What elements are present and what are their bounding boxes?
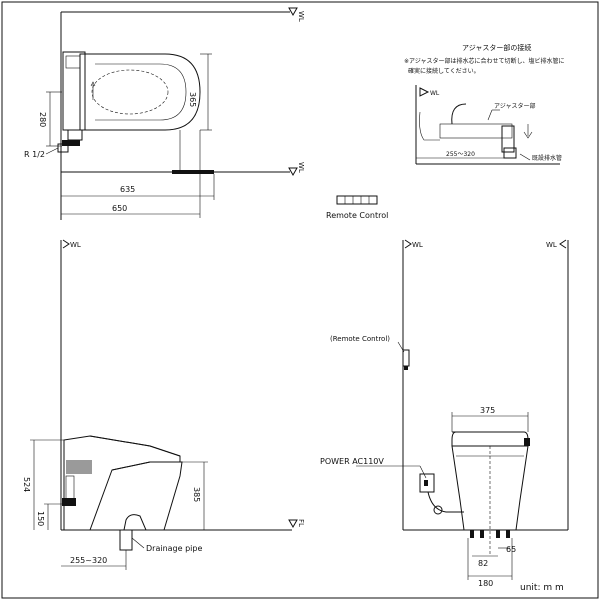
- anchor-bolt-1: [470, 530, 474, 538]
- fl-label: FL: [297, 519, 305, 527]
- dim-150-label: 150: [36, 511, 45, 526]
- dim-650-label: 650: [112, 204, 127, 213]
- unit-label: unit: m m: [520, 583, 564, 593]
- dim-524-label: 524: [22, 477, 31, 492]
- detail-title: アジャスター部の接続: [462, 43, 531, 52]
- power-cable: [427, 491, 464, 513]
- power-plug-icon: [424, 480, 428, 486]
- plan-arrow-head: [90, 81, 96, 87]
- dim-255-320-label: 255~320: [70, 556, 107, 565]
- detail-range-label: 255～320: [446, 151, 475, 158]
- side-bowl: [100, 461, 183, 531]
- plan-bowl-outer: [79, 53, 201, 131]
- side-lid-top: [89, 435, 181, 457]
- dim-180-label: 180: [478, 579, 493, 588]
- fl-marker-icon: [288, 519, 298, 529]
- dim-375-label: 375: [480, 406, 495, 415]
- water-valve: [433, 505, 443, 515]
- dim-82-label: 82: [478, 559, 488, 568]
- dim-385-label: 385: [192, 487, 201, 502]
- plan-tank-lid: [65, 55, 81, 69]
- detail-trap-curve: [451, 103, 467, 125]
- detail-flow-arrow-icon: [523, 124, 533, 139]
- plan-tank: [62, 51, 86, 131]
- detail-adjuster-label: アジャスター部: [494, 102, 535, 110]
- dim-365-label: 365: [188, 92, 197, 107]
- side-drain-pipe: [119, 529, 133, 551]
- side-wl-icon: [62, 239, 70, 249]
- detail-adjuster-leader: [487, 109, 493, 121]
- front-wl-right-label: WL: [546, 241, 557, 249]
- anchor-bolt-2: [480, 530, 484, 538]
- anchor-bolt-3: [496, 530, 500, 538]
- power-leader-tip: [419, 465, 427, 479]
- drainage-leader: [131, 537, 145, 549]
- detail-wl-icon: [419, 87, 430, 97]
- dim-280-label: 280: [38, 112, 47, 127]
- side-control-panel: [66, 460, 92, 474]
- front-elevation: WL WL (Remote Control) 375 POWER AC110V: [320, 239, 569, 593]
- detail-elbow: [501, 125, 515, 153]
- dim-65-label: 65: [506, 545, 516, 554]
- power-outlet: [419, 473, 435, 493]
- remote-control-icon: [336, 195, 378, 205]
- plan-floor-flange: [172, 170, 214, 174]
- front-wl-left-icon: [404, 239, 412, 249]
- detail-note-2: 確実に接続してください。: [408, 67, 480, 75]
- adjuster-detail: アジャスター部の接続 ※アジャスター部は排水芯に合わせて切断し、塩ビ排水管に 確…: [404, 43, 565, 165]
- front-wl-left-label: WL: [412, 241, 423, 249]
- side-valve: [65, 475, 75, 501]
- detail-note-1: ※アジャスター部は排水芯に合わせて切断し、塩ビ排水管に: [404, 57, 565, 65]
- r-half-label: R 1/2: [24, 150, 45, 159]
- detail-pipe-leader: [519, 153, 531, 161]
- r-half-leader: [45, 147, 59, 155]
- remote-callout-label: (Remote Control): [330, 335, 390, 343]
- wl-mid-label: WL: [297, 162, 305, 173]
- side-supply-fitting: [62, 498, 76, 506]
- side-drain-trap: [123, 514, 147, 531]
- wl-mid-marker-icon: [288, 167, 298, 177]
- front-remote: [402, 349, 410, 367]
- anchor-bolt-4: [506, 530, 510, 538]
- dim-635-label: 635: [120, 185, 135, 194]
- power-label: POWER AC110V: [320, 457, 384, 466]
- detail-bowl-outline: [419, 111, 440, 141]
- side-wl-label: WL: [70, 241, 81, 249]
- wl-top-marker-icon: [288, 7, 298, 17]
- detail-drain-pipe: [503, 147, 517, 159]
- wl-top-label: WL: [297, 11, 305, 22]
- plan-valve: [67, 129, 83, 141]
- front-wl-right-icon: [559, 239, 567, 249]
- front-button: [524, 438, 530, 446]
- remote-control-label: Remote Control: [326, 211, 388, 220]
- front-remote-base: [404, 366, 408, 370]
- detail-wl-label: WL: [430, 90, 440, 97]
- side-elevation: WL FL 524 150 385 Drainage pipe 255~320: [22, 239, 305, 570]
- plan-bowl-opening: [91, 69, 169, 115]
- detail-pipe-label: 既設排水管: [532, 154, 562, 162]
- remote-control-diagram: Remote Control: [326, 195, 388, 220]
- detail-adjuster-pipe: [439, 123, 513, 139]
- plan-valve-body: [62, 140, 80, 146]
- drainage-label: Drainage pipe: [146, 544, 202, 553]
- front-lid: [451, 431, 529, 447]
- remote-callout-leader: [397, 341, 405, 353]
- top-plan-view: WL WL 365 280 R 1/2: [24, 7, 305, 220]
- plan-seat: [95, 63, 187, 121]
